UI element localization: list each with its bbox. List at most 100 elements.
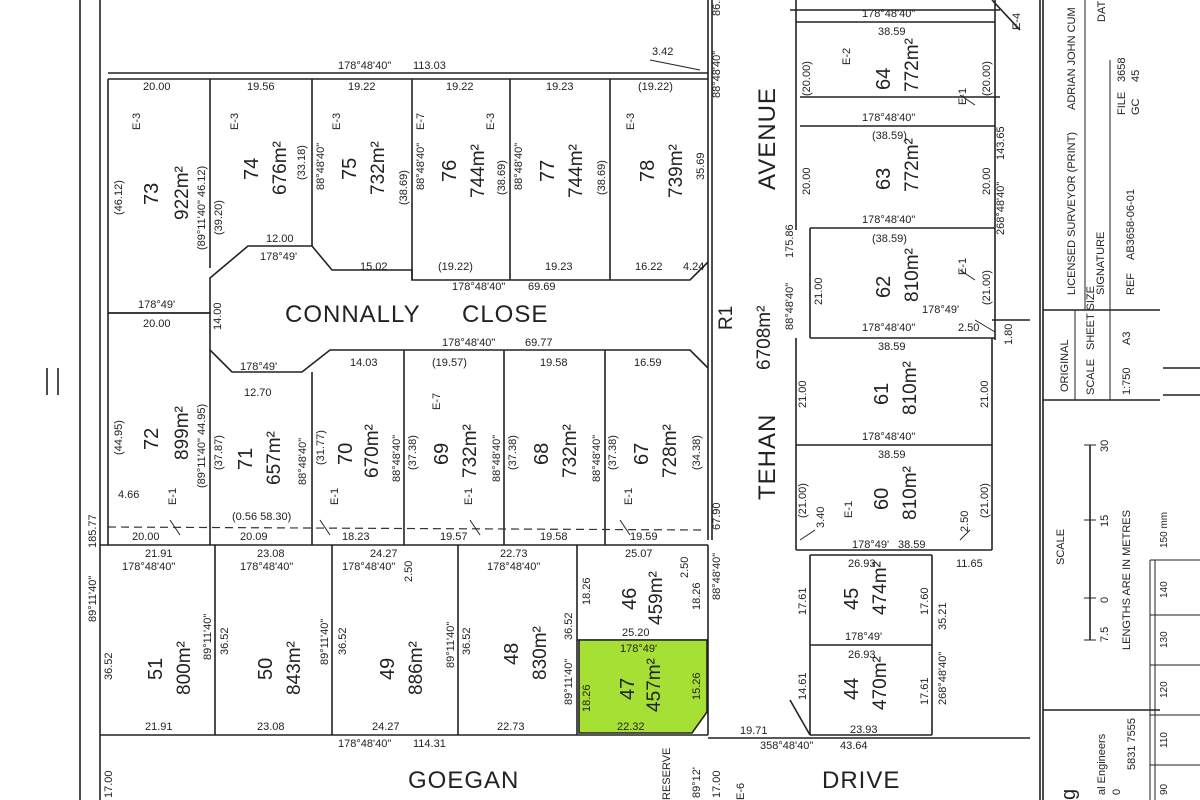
file-value: 3658 — [1116, 58, 1128, 82]
dim: (38.69) — [398, 170, 410, 205]
dim: 88°48'40" — [711, 51, 723, 98]
dim: 19.57 — [440, 531, 468, 543]
dim: 17.60 — [919, 587, 931, 615]
dim: (34.38) — [691, 435, 703, 470]
dim: 88°48'40" — [591, 435, 603, 482]
dim: 14.61 — [797, 672, 809, 700]
dim: 14.00 — [212, 302, 224, 330]
dim: (44.95) — [113, 420, 125, 455]
dim: 20.00 — [801, 167, 813, 195]
dim: 20.00 — [981, 167, 993, 195]
dim: (19.22) — [438, 261, 473, 273]
dim: 268°48'40" — [995, 182, 1007, 235]
lot-area: 843m² — [284, 641, 305, 695]
phone: 5831 7555 — [1126, 718, 1138, 770]
dim: 21.00 — [979, 380, 991, 408]
dim: 88°48'40" — [415, 143, 427, 190]
reserve-r1-label: R1 — [716, 306, 737, 330]
dim: 20.00 — [132, 531, 160, 543]
ruler-mark: 140 — [1159, 581, 1170, 598]
lot-area: 732m² — [460, 424, 481, 478]
original-label: ORIGINAL — [1059, 339, 1071, 392]
dim: 20.09 — [240, 531, 268, 543]
dim: 358°48'40" — [760, 740, 813, 752]
dim: 19.58 — [540, 531, 568, 543]
ruler-mark: 90 — [1159, 783, 1170, 795]
scale-value: 1:750 — [1121, 367, 1133, 395]
dim: (31.77) — [315, 430, 327, 465]
lot-number: 45 — [841, 588, 863, 610]
dimension-labels-vertical: 88°48'40" 86.2 (46.12) (89°11'40" 46.12)… — [87, 0, 1015, 798]
ruler-mark: 150 mm — [1159, 512, 1170, 548]
lot-labels: 73 922m² 74 676m² 75 732m² 76 744m² 77 7… — [141, 38, 923, 712]
dim: 22.73 — [497, 721, 525, 733]
dim: 69.77 — [525, 337, 553, 349]
dim: 89°11'40" — [87, 576, 99, 622]
dim: 178°48'40" — [862, 214, 915, 226]
dim: 38.59 — [878, 341, 906, 353]
dim: 26.93 — [848, 558, 876, 570]
dim: 21.00 — [813, 277, 825, 305]
lot-number: 75 — [339, 158, 361, 180]
dim: 178°48'40" — [338, 60, 391, 72]
dim: 86.2 — [711, 0, 723, 16]
dim: 24.27 — [372, 721, 400, 733]
lot-47-highlight[interactable] — [578, 639, 708, 734]
lot-area: 886m² — [406, 641, 427, 695]
dim: 17.61 — [797, 587, 809, 615]
dim: 89°11'40" — [202, 614, 214, 660]
dim: (37.38) — [507, 435, 519, 470]
dim: (20.00) — [801, 61, 813, 96]
lot-area: 728m² — [660, 424, 681, 478]
dim: (21.00) — [797, 483, 809, 518]
signature-label: SIGNATURE — [1095, 232, 1107, 295]
dim: 114.31 — [413, 738, 446, 750]
dim: 89°11'40" — [319, 619, 331, 665]
lot-area: 800m² — [174, 641, 195, 695]
dim: 178°48'40" — [862, 112, 915, 124]
reserve-r1-area: 6708m² — [754, 306, 775, 370]
dim: 178°49' — [922, 304, 959, 316]
dim: 23.08 — [257, 548, 285, 560]
dim: 18.26 — [691, 582, 703, 610]
easement: E-4 — [1011, 13, 1023, 30]
dim: 178°48'40" — [487, 561, 540, 573]
lot-number: 73 — [141, 183, 163, 205]
dimension-labels: 178°48'40" 113.03 3.42 20.00 19.56 19.22… — [118, 8, 983, 752]
easement: E-3 — [331, 113, 343, 130]
dim: 23.08 — [257, 721, 285, 733]
lot-number: 68 — [531, 443, 553, 465]
easement: E-3 — [625, 113, 637, 130]
dim: 17.61 — [919, 677, 931, 705]
dim: 22.32 — [617, 721, 645, 733]
dim: 88°48'40" — [491, 435, 503, 482]
lot-number: 62 — [873, 276, 895, 298]
easement: E-7 — [431, 393, 443, 410]
dim: 178°48'40" — [338, 738, 391, 750]
dim: 25.07 — [625, 548, 653, 560]
dim: 36.52 — [219, 627, 231, 655]
easement: E-1 — [167, 488, 179, 505]
dim: 19.58 — [540, 357, 568, 369]
dim: 268°48'40" — [937, 652, 949, 705]
dim: 185.77 — [87, 514, 99, 548]
lengths-label: LENGTHS ARE IN METRES — [1121, 510, 1133, 650]
lot-number: 78 — [637, 160, 659, 182]
dim: (89°11'40" 46.12) — [196, 166, 208, 250]
plan-linework — [46, 0, 1030, 800]
dim: 21.91 — [145, 721, 173, 733]
dim: 18.23 — [342, 531, 370, 543]
dim: 12.70 — [244, 387, 272, 399]
dim: 19.22 — [446, 81, 474, 93]
scale-heading: SCALE — [1055, 529, 1067, 565]
easement: E-3 — [131, 113, 143, 130]
dim: 38.59 — [878, 449, 906, 461]
dim: (37.38) — [607, 435, 619, 470]
lot-area: 732m² — [560, 424, 581, 478]
scale-tick: 0 — [1099, 597, 1111, 603]
dim: (38.69) — [496, 160, 508, 195]
dim: (0.56 58.30) — [232, 511, 291, 523]
dim: 15.26 — [691, 672, 703, 700]
scale-tick: 15 — [1099, 515, 1111, 527]
